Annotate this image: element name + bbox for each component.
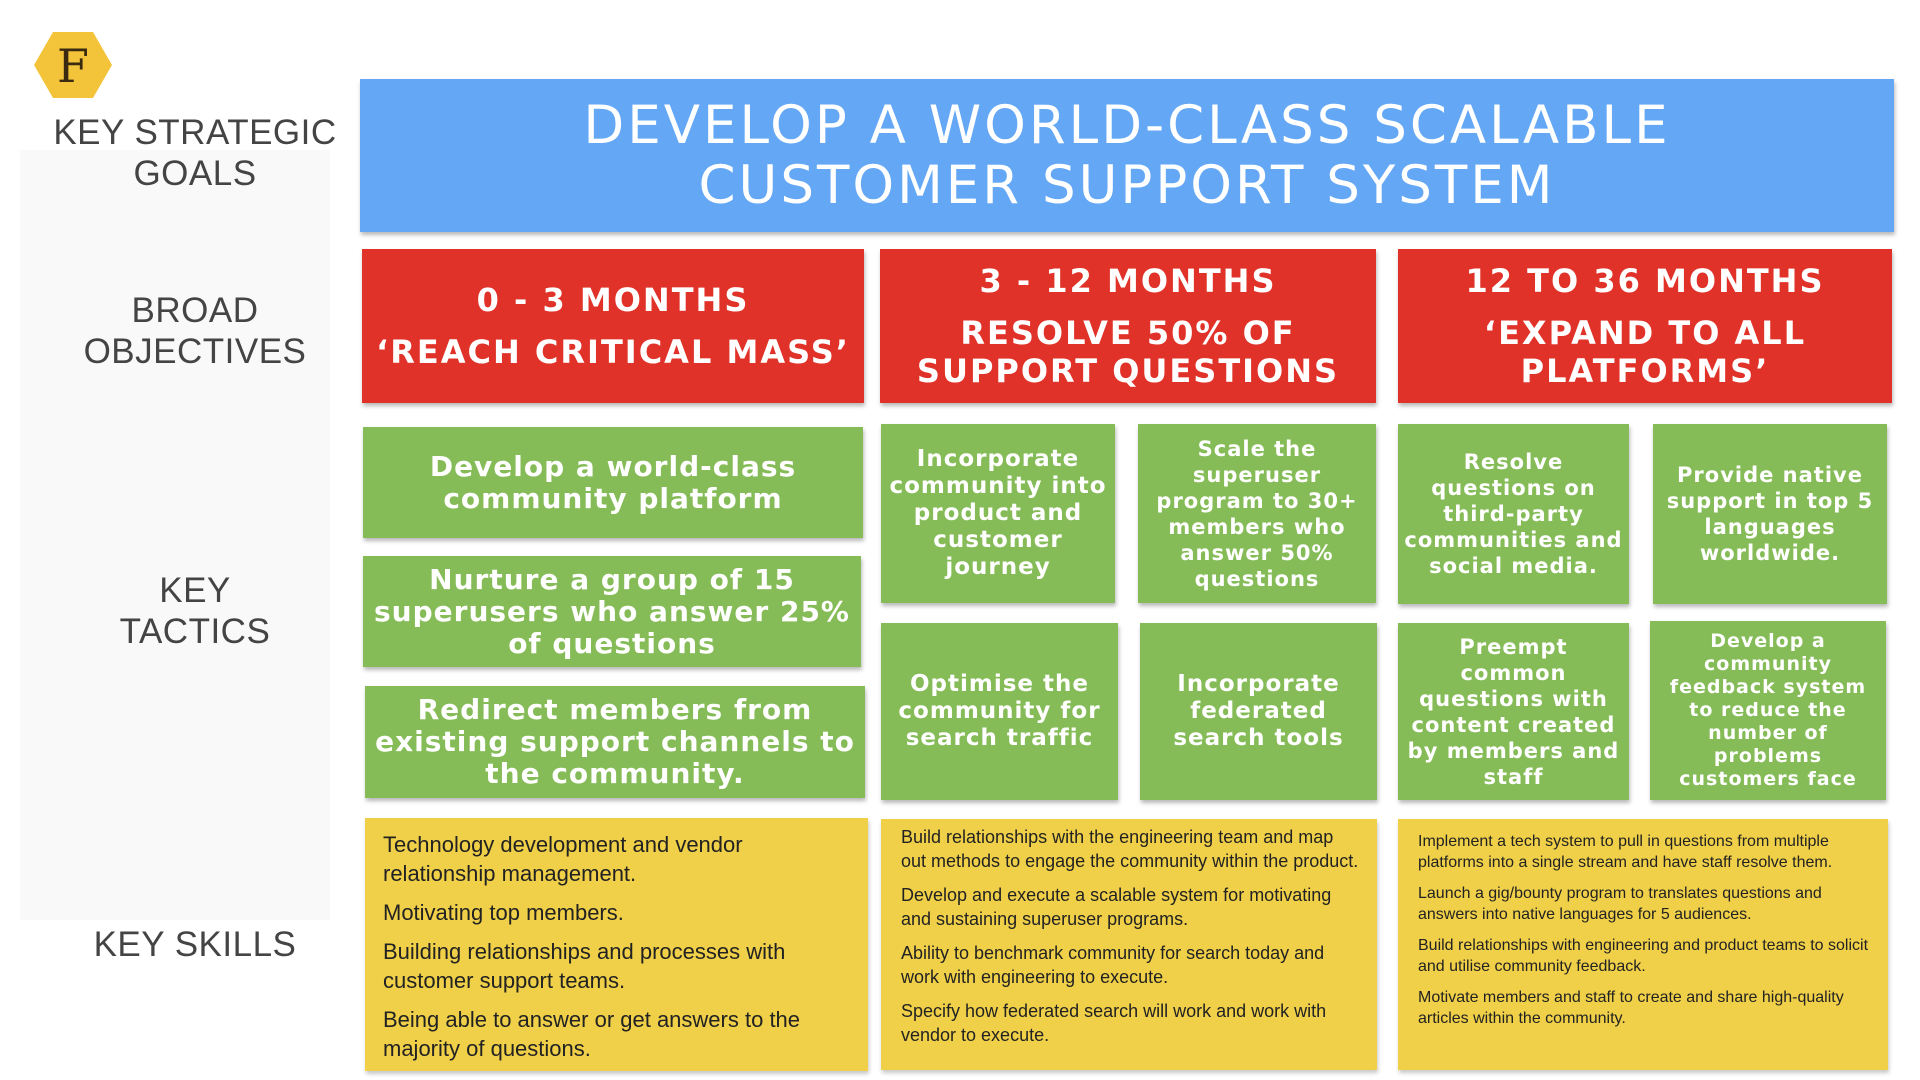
- objective-title: SUPPORT QUESTIONS: [916, 352, 1340, 390]
- skills-box-1: Technology development and vendor relati…: [365, 818, 868, 1071]
- objective-title: RESOLVE 50% OF: [960, 314, 1296, 352]
- skill-item: Building relationships and processes wit…: [383, 939, 786, 993]
- tactic-box: Redirect members from existing support c…: [365, 686, 865, 798]
- row-label-objectives: BROAD OBJECTIVES: [83, 291, 307, 371]
- goal-line-1: DEVELOP A WORLD-CLASS SCALABLE: [583, 94, 1671, 156]
- skills-box-2: Build relationships with the engineering…: [881, 819, 1377, 1070]
- skill-item: Being able to answer or get answers to t…: [383, 1007, 801, 1061]
- tactic-box: Incorporate federated search tools: [1140, 623, 1377, 800]
- skill-item: Build relationships with engineering and…: [1418, 937, 1869, 975]
- row-label-goals: KEY STRATEGIC GOALS: [53, 113, 337, 193]
- skills-box-3: Implement a tech system to pull in quest…: [1398, 819, 1888, 1070]
- skill-item: Launch a gig/bounty program to translate…: [1418, 885, 1822, 923]
- objective-title: PLATFORMS’: [1520, 352, 1770, 390]
- row-label-tactics: KEY TACTICS: [119, 571, 271, 651]
- logo: F: [33, 30, 113, 100]
- skill-item: Build relationships with the engineering…: [901, 827, 1359, 871]
- tactic-box: Nurture a group of 15 superusers who ans…: [363, 556, 861, 667]
- skill-item: Ability to benchmark community for searc…: [901, 943, 1325, 987]
- skill-item: Develop and execute a scalable system fo…: [901, 885, 1332, 929]
- row-label-skills: KEY SKILLS: [93, 925, 297, 964]
- objective-title: ‘EXPAND TO ALL: [1483, 314, 1807, 352]
- tactic-box: Develop a community feedback system to r…: [1650, 621, 1886, 800]
- tactic-box: Preempt common questions with content cr…: [1398, 623, 1629, 800]
- skill-item: Motivate members and staff to create and…: [1418, 989, 1844, 1027]
- tactic-box: Develop a world-class community platform: [363, 427, 863, 538]
- strategic-goal-box: DEVELOP A WORLD-CLASS SCALABLE CUSTOMER …: [360, 79, 1894, 232]
- objective-box-3: 12 TO 36 MONTHS ‘EXPAND TO ALL PLATFORMS…: [1398, 249, 1892, 403]
- goal-line-2: CUSTOMER SUPPORT SYSTEM: [698, 154, 1556, 216]
- tactic-box: Optimise the community for search traffi…: [881, 623, 1118, 800]
- objective-title: ‘REACH CRITICAL MASS’: [376, 333, 850, 371]
- logo-letter: F: [57, 39, 89, 93]
- tactic-box: Scale the superuser program to 30+ membe…: [1138, 424, 1376, 603]
- tactic-box: Provide native support in top 5 language…: [1653, 424, 1887, 604]
- background-watermark: [20, 150, 330, 920]
- tactic-box: Incorporate community into product and c…: [881, 424, 1115, 603]
- skill-item: Motivating top members.: [383, 900, 624, 925]
- skill-item: Specify how federated search will work a…: [901, 1001, 1327, 1045]
- objective-box-2: 3 - 12 MONTHS RESOLVE 50% OF SUPPORT QUE…: [880, 249, 1376, 403]
- objective-period: 12 TO 36 MONTHS: [1465, 262, 1825, 300]
- objective-box-1: 0 - 3 MONTHS ‘REACH CRITICAL MASS’: [362, 249, 864, 403]
- skill-item: Technology development and vendor relati…: [383, 832, 743, 886]
- tactic-box: Resolve questions on third-party communi…: [1398, 424, 1629, 604]
- objective-period: 0 - 3 MONTHS: [476, 281, 750, 319]
- skill-item: Implement a tech system to pull in quest…: [1418, 833, 1833, 871]
- hexagon-logo-icon: F: [34, 32, 112, 98]
- objective-period: 3 - 12 MONTHS: [979, 262, 1277, 300]
